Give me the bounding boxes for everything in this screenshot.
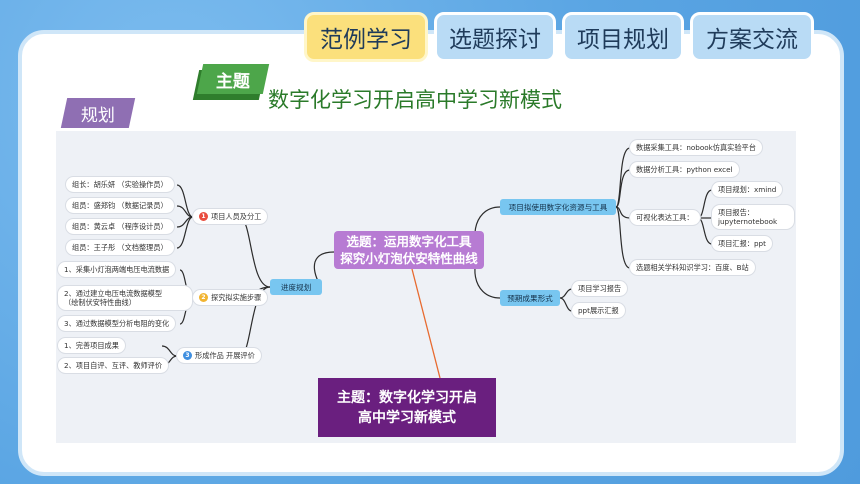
center-topic-line2: 探究小灯泡伏安特性曲线 <box>340 251 478 266</box>
progress-hub: 进度规划 <box>270 279 322 295</box>
number-two-icon: 2 <box>199 293 208 302</box>
team-member-2: 组员：盛郑钧 （数据记录员） <box>66 198 174 213</box>
work-item-1: 1、完善项目成果 <box>58 338 125 353</box>
work-item-2: 2、项目自评、互评、教师评价 <box>58 358 169 373</box>
center-topic-node: 选题：运用数字化工具 探究小灯泡伏安特性曲线 <box>334 231 484 269</box>
main-theme-line1: 主题：数字化学习开启 <box>337 389 477 406</box>
tool-analyze: 数据分析工具：python excel <box>630 162 739 177</box>
plan-badge: 规划 <box>60 98 136 128</box>
result-report: 项目学习报告 <box>572 281 628 296</box>
step-3: 3、通过数据模型分析电阻的变化 <box>58 316 176 331</box>
team-group-label: 项目人员及分工 <box>211 211 262 221</box>
main-theme-line2: 高中学习新模式 <box>358 409 456 426</box>
tab-project-planning[interactable]: 项目规划 <box>562 12 684 62</box>
visual-planning: 项目规划：xmind <box>712 182 783 197</box>
tool-collect: 数据采集工具：nobook仿真实验平台 <box>630 140 762 155</box>
work-group-node: 3 形成作品 开展评价 <box>177 348 261 363</box>
visual-report: 项目报告： jupyternotebook <box>712 205 794 229</box>
visual-presentation: 项目汇报：ppt <box>712 236 772 251</box>
team-member-1: 组长：胡乐妍 （实验操作员） <box>66 177 174 192</box>
step-1: 1、采集小灯泡两端电压电流数据 <box>58 262 176 277</box>
step-2: 2、通过建立电压电流数据模型 （绘制伏安特性曲线） <box>58 286 192 310</box>
team-member-4: 组员：王子彤 （文档整理员） <box>66 240 174 255</box>
team-group-node: 1 项目人员及分工 <box>193 209 268 224</box>
main-theme-node: 主题：数字化学习开启 高中学习新模式 <box>318 378 496 437</box>
steps-group-label: 探究拟实施步骤 <box>211 292 262 302</box>
tool-related-learning: 选题相关学科知识学习：百度、B站 <box>630 260 755 275</box>
work-group-label: 形成作品 开展评价 <box>195 350 255 360</box>
tools-hub: 项目拟使用数字化资源与工具 <box>500 199 616 215</box>
page-title: 数字化学习开启高中学习新模式 <box>268 88 562 112</box>
tab-topic-discussion[interactable]: 选题探讨 <box>434 12 556 62</box>
steps-group-node: 2 探究拟实施步骤 <box>193 290 268 305</box>
number-one-icon: 1 <box>199 212 208 221</box>
tab-examples[interactable]: 范例学习 <box>304 12 428 62</box>
result-ppt: ppt展示汇报 <box>572 303 625 318</box>
center-topic-line1: 选题：运用数字化工具 <box>346 234 472 249</box>
number-three-icon: 3 <box>183 351 192 360</box>
results-hub: 预期成果形式 <box>500 290 560 306</box>
theme-badge: 主题 <box>196 64 270 94</box>
tool-visual: 可视化表达工具： <box>630 210 700 225</box>
tab-plan-exchange[interactable]: 方案交流 <box>690 12 814 62</box>
team-member-3: 组员：黄云卓 （程序设计员） <box>66 219 174 234</box>
